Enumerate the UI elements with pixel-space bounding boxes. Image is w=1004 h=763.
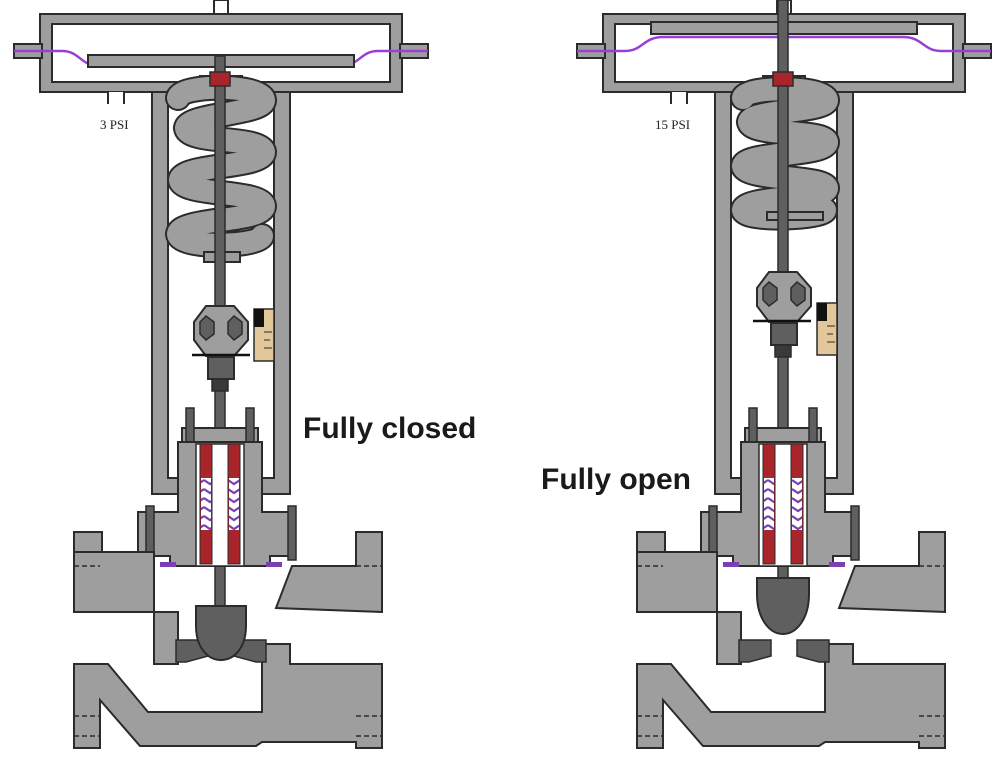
state-label: Fully closed: [303, 412, 476, 445]
valve-plug: [195, 605, 247, 662]
valve-body: [636, 531, 946, 749]
pressure-label: 15 PSI: [655, 117, 690, 132]
travel-scale: [816, 302, 838, 356]
seat-ring-left: [738, 639, 772, 663]
stem-connector: [192, 305, 250, 392]
bonnet: [137, 407, 297, 567]
valve-open: 15 PSI: [541, 0, 992, 749]
state-label: Fully open: [541, 463, 691, 496]
valve-closed: 3 PSI: [13, 0, 476, 749]
bonnet: [700, 407, 860, 567]
pressure-label: 3 PSI: [100, 117, 129, 132]
travel-scale: [253, 308, 275, 362]
valve-plug: [756, 577, 810, 636]
stem-connector: [753, 271, 812, 358]
seat-ring-right: [796, 639, 830, 663]
